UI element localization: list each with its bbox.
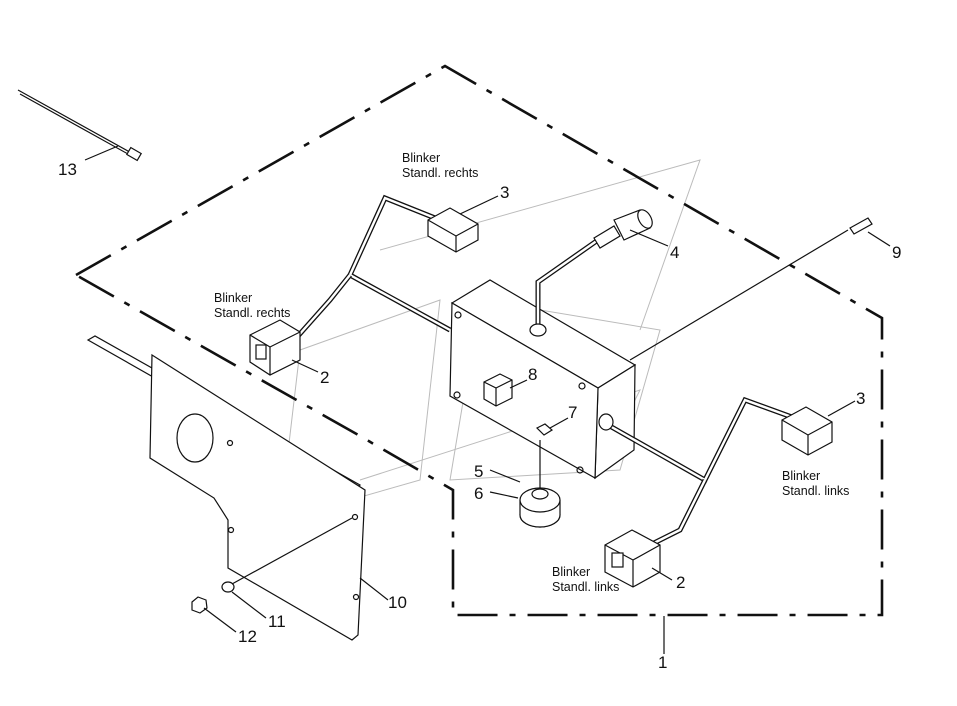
- label-standl-links-right: Standl. links: [782, 484, 849, 498]
- callout-10: 10: [388, 593, 407, 612]
- plug-cable: [529, 209, 653, 337]
- socket: [535, 423, 554, 436]
- callout-5: 5: [474, 462, 483, 481]
- wiring-harness-left: [598, 396, 801, 548]
- wiring-harness-right: [288, 194, 452, 347]
- callout-6: 6: [474, 484, 483, 503]
- callout-1: 1: [658, 653, 667, 672]
- callout-8: 8: [528, 365, 537, 384]
- callout-9: 9: [892, 243, 901, 262]
- callout-12: 12: [238, 627, 257, 646]
- connector-left-right: [249, 319, 301, 376]
- screw: [629, 217, 873, 361]
- nut: [191, 596, 208, 614]
- control-box: [449, 279, 637, 480]
- callout-2: 2: [676, 573, 685, 592]
- callout-3: 3: [856, 389, 865, 408]
- leader-lines: [84, 145, 891, 654]
- connector-right-left: [781, 406, 833, 456]
- cable-tie: [17, 89, 143, 162]
- callout-13: 13: [58, 160, 77, 179]
- assembly-outline: [73, 64, 884, 617]
- relay: [483, 373, 513, 407]
- washer: [221, 517, 353, 593]
- callout-2: 2: [320, 368, 329, 387]
- connector-bottom-left: [604, 529, 661, 588]
- label-blinker-left: Blinker: [214, 291, 252, 305]
- mounting-plate: [86, 335, 366, 641]
- label-standl-rechts-top: Standl. rechts: [402, 166, 478, 180]
- callout-4: 4: [670, 243, 679, 262]
- buzzer: [519, 440, 561, 528]
- label-blinker-bottom: Blinker: [552, 565, 590, 579]
- connector-top-right: [427, 207, 479, 253]
- label-blinker-top: Blinker: [402, 151, 440, 165]
- callout-3: 3: [500, 183, 509, 202]
- label-standl-links-bottom: Standl. links: [552, 580, 619, 594]
- label-standl-rechts-left: Standl. rechts: [214, 306, 290, 320]
- callout-11: 11: [268, 612, 286, 631]
- label-blinker-right: Blinker: [782, 469, 820, 483]
- callout-7: 7: [568, 403, 577, 422]
